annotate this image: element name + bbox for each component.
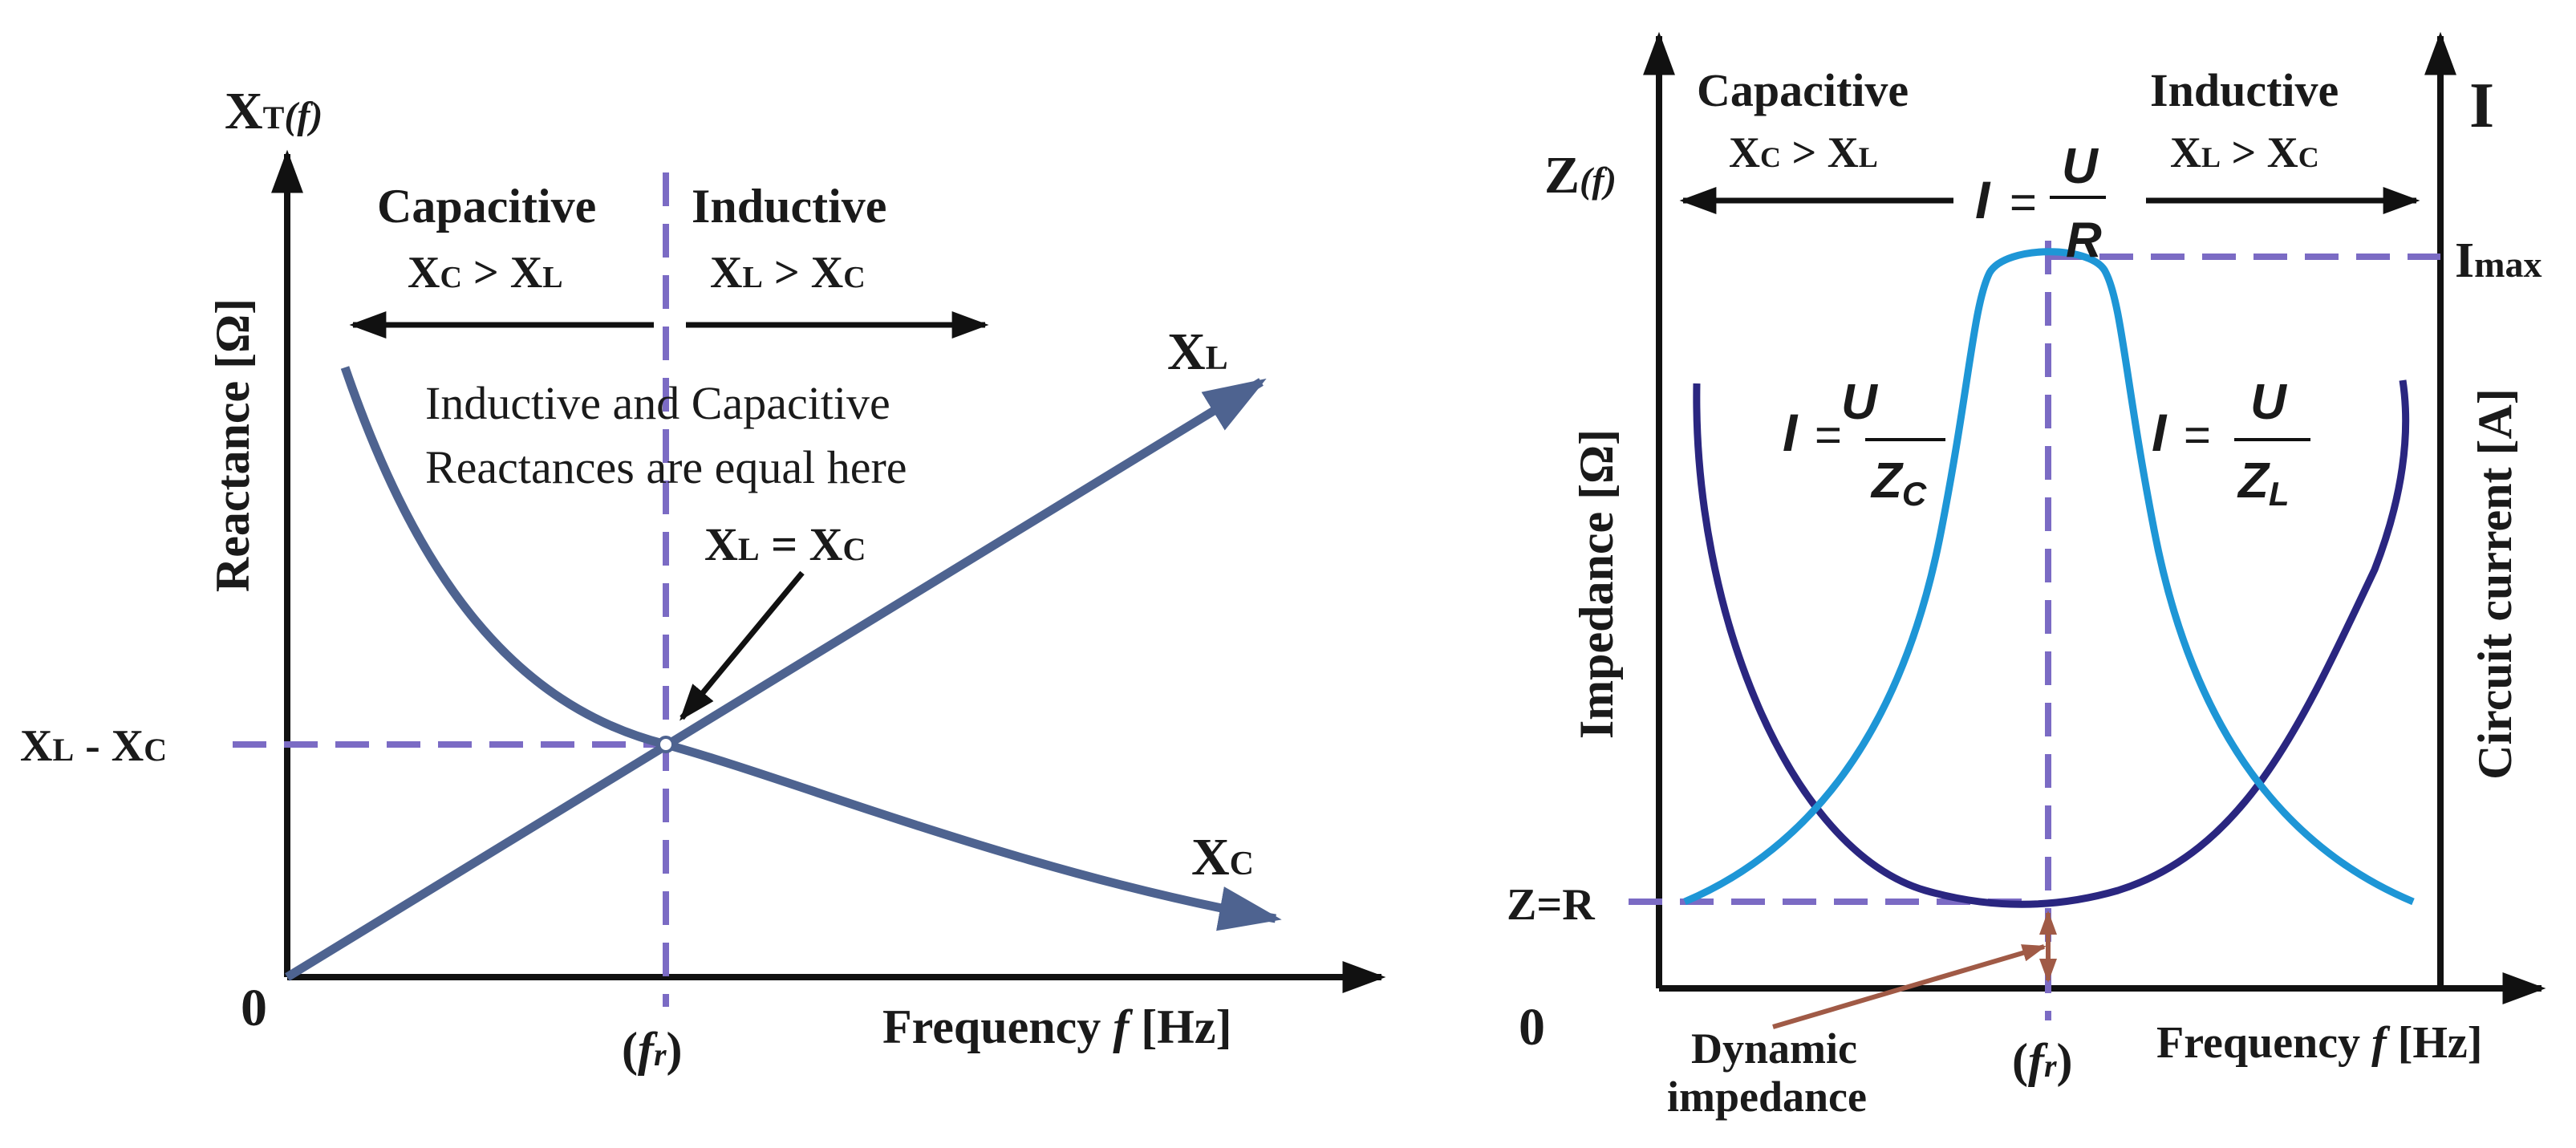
equal-label: XL = XC (704, 518, 866, 570)
svg-text:I: I (1783, 403, 1799, 462)
svg-text:I: I (1975, 170, 1991, 229)
left-origin-label: 0 (241, 979, 267, 1037)
right-capacitive-condition: XC > XL (1729, 128, 1878, 176)
left-reactance-diagram: XT(f) Reactance [Ω] 0 Frequency f [Hz] (… (20, 82, 1386, 1076)
left-x-axis-label: Frequency f [Hz] (882, 1000, 1231, 1053)
formula-center: I = U R (1975, 139, 2106, 268)
left-y-axis-label: Reactance [Ω] (206, 298, 259, 592)
svg-text:U: U (2250, 375, 2288, 430)
equal-pointer-arrow (679, 570, 805, 721)
left-y-tick-label: XL - XC (20, 721, 167, 771)
equal-note-line1: Inductive and Capacitive (425, 377, 890, 429)
svg-text:U: U (1841, 375, 1879, 430)
formula-inductive: I = U ZL (2152, 375, 2310, 513)
svg-text:=: = (2010, 176, 2037, 229)
svg-text:ZL: ZL (2237, 453, 2290, 513)
equal-note-line2: Reactances are equal here (425, 441, 907, 493)
right-z-axis-label: Impedance [Ω] (1570, 429, 1623, 739)
left-inductive-condition: XL > XC (710, 248, 866, 298)
right-fr-label: (fr) (2012, 1034, 2073, 1087)
formula-capacitive: I = U ZC (1783, 375, 1945, 513)
right-i-axis-title: I (2469, 71, 2494, 141)
right-i-axis-label: Circuit current [A] (2468, 388, 2521, 780)
right-region-capacitive: Capacitive (1697, 64, 1909, 116)
dynamic-impedance-pointer (1772, 944, 2047, 1029)
right-inductive-condition: XL > XC (2170, 128, 2319, 176)
right-x-axis-label: Frequency f [Hz] (2156, 1018, 2482, 1068)
svg-text:=: = (2184, 409, 2211, 461)
xl-curve (285, 378, 1267, 981)
current-curve (1683, 248, 2415, 906)
right-resonance-diagram: Z(f) I Impedance [Ω] Circuit current [A]… (1507, 31, 2546, 1121)
left-fr-label: (fr) (622, 1023, 683, 1076)
xl-curve-label: XL (1167, 322, 1228, 381)
left-capacitive-condition: XC > XL (408, 248, 563, 298)
left-region-inductive: Inductive (692, 180, 886, 233)
xc-curve-label: XC (1191, 828, 1254, 886)
svg-text:U: U (2062, 139, 2099, 194)
dynamic-impedance-line2: impedance (1667, 1073, 1867, 1121)
z-equals-r-label: Z=R (1507, 880, 1595, 930)
left-region-capacitive: Capacitive (377, 180, 596, 233)
left-y-axis-title: XT(f) (225, 82, 323, 140)
svg-text:=: = (1815, 409, 1842, 461)
imax-label: Imax (2455, 233, 2542, 288)
svg-text:I: I (2152, 403, 2168, 462)
right-origin-label: 0 (1519, 998, 1545, 1057)
right-region-inductive: Inductive (2150, 64, 2339, 116)
svg-text:R: R (2066, 213, 2102, 268)
svg-text:ZC: ZC (1870, 453, 1927, 513)
right-z-axis-title: Z(f) (1544, 146, 1617, 205)
dynamic-impedance-line1: Dynamic (1691, 1024, 1857, 1073)
resonance-point (657, 736, 675, 753)
impedance-curve (1693, 379, 2410, 908)
